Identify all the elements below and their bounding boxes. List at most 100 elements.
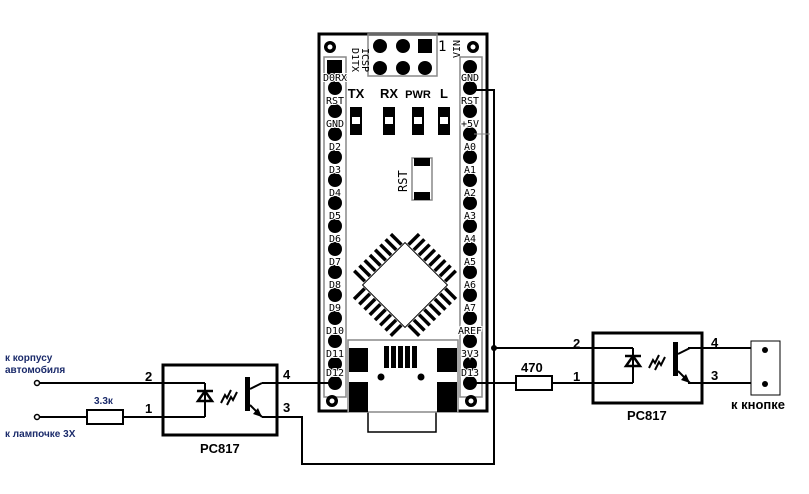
pin-d9 xyxy=(328,311,342,325)
pin-label: D7 xyxy=(329,257,341,268)
chip-pin xyxy=(358,292,372,306)
icsp-header xyxy=(367,33,438,77)
pin-aref xyxy=(463,334,477,348)
pin-a4 xyxy=(463,242,477,256)
icsp-pin xyxy=(396,61,410,75)
icsp-pin1-label: 1 xyxy=(438,39,446,55)
led-window xyxy=(440,117,448,124)
chip-pin xyxy=(422,248,437,262)
mounting-hole-center xyxy=(470,44,476,50)
pin-label: D0RX xyxy=(323,73,347,84)
pin-label: A1 xyxy=(464,165,476,176)
led-label: L xyxy=(440,86,448,101)
chip-pin xyxy=(407,323,421,338)
pin-label: +5V xyxy=(461,119,479,130)
emitter-arrow-icon xyxy=(681,374,690,383)
usb-port xyxy=(347,339,459,413)
chip-pin xyxy=(379,243,393,257)
pin-a2 xyxy=(463,196,477,210)
right-pin2-label: 2 xyxy=(573,336,580,351)
chip-pin xyxy=(389,232,403,246)
chip-pin xyxy=(428,302,442,317)
pin-label: D13 xyxy=(461,368,479,379)
pin-rst xyxy=(463,104,477,118)
collector xyxy=(677,347,691,355)
opto-box xyxy=(591,331,704,405)
chip-pin xyxy=(412,318,426,332)
chip-pin xyxy=(417,313,431,327)
pin-d1tx xyxy=(327,60,342,75)
transistor-base xyxy=(673,342,678,376)
chip-pin xyxy=(358,264,372,278)
chip-pin xyxy=(373,308,387,322)
pin-label: RST xyxy=(326,96,344,107)
button-label: к кнопке xyxy=(731,397,785,412)
chip-pin xyxy=(412,238,426,252)
light-icon xyxy=(648,354,666,371)
chip-pin xyxy=(417,243,431,257)
diode-icon xyxy=(623,353,643,368)
label-body-2: автомобиля xyxy=(5,364,65,376)
microcontroller-chip xyxy=(352,232,458,338)
pin-a5 xyxy=(463,265,477,279)
pin-label: D6 xyxy=(329,234,341,245)
pin-d11 xyxy=(328,357,342,371)
left-pin2-label: 2 xyxy=(145,369,152,384)
wire-gnd xyxy=(262,89,495,465)
pin-label: D9 xyxy=(329,303,341,314)
chip-body xyxy=(352,232,458,338)
pin-d3 xyxy=(328,173,342,187)
led-label: TX xyxy=(348,86,365,101)
pin-label: D10 xyxy=(326,326,344,337)
led-window xyxy=(414,117,422,124)
vin-label: VIN xyxy=(452,40,463,58)
icsp-pin xyxy=(373,39,387,53)
chip-pin xyxy=(433,259,447,273)
pin-rst xyxy=(328,104,342,118)
mounting-hole-center xyxy=(468,398,474,404)
right-pin4-label: 4 xyxy=(711,335,719,350)
chip-pin xyxy=(379,313,393,327)
terminal-lamp xyxy=(33,413,41,421)
pin-label: A2 xyxy=(464,188,476,199)
led-label: RX xyxy=(380,86,398,101)
mounting-hole-center xyxy=(327,44,333,50)
chip-pin xyxy=(438,264,452,278)
pin-label: D5 xyxy=(329,211,341,222)
resistor-3k3 xyxy=(86,409,124,425)
left-pin3-label: 3 xyxy=(283,400,290,415)
mounting-holes xyxy=(324,41,479,407)
pin-d2 xyxy=(328,150,342,164)
label-lamp: к лампочке 3Х xyxy=(5,429,76,440)
chip-pin xyxy=(384,238,398,252)
pin-label: GND xyxy=(461,73,479,84)
resistor-470-label: 470 xyxy=(521,360,543,375)
pin-d5 xyxy=(328,219,342,233)
chip-pin xyxy=(373,248,388,262)
chip-pin xyxy=(438,292,452,306)
light-icon xyxy=(220,389,238,406)
label-body-1: к корпусу xyxy=(5,353,53,364)
pin-label: D4 xyxy=(329,188,341,199)
terminal-body xyxy=(33,379,41,387)
pin-gnd xyxy=(463,81,477,95)
icsp-pin xyxy=(396,39,410,53)
chip-pin xyxy=(368,302,382,317)
resistor-470 xyxy=(515,375,553,391)
junction-dot xyxy=(491,345,497,351)
transistor-base xyxy=(245,377,250,411)
optocoupler-left xyxy=(161,363,279,437)
pin-label: A0 xyxy=(464,142,476,153)
pin-d8 xyxy=(328,288,342,302)
chip-pin xyxy=(352,269,367,283)
pin-d0rx xyxy=(328,81,342,95)
pin-d10 xyxy=(328,334,342,348)
right-pin3-label: 3 xyxy=(711,368,718,383)
chip-pin xyxy=(352,287,366,301)
chip-pin xyxy=(363,297,377,311)
pin-label: D11 xyxy=(326,349,344,360)
pin-label: A5 xyxy=(464,257,476,268)
chip-pin xyxy=(384,318,398,332)
pin-label: A4 xyxy=(464,234,476,245)
